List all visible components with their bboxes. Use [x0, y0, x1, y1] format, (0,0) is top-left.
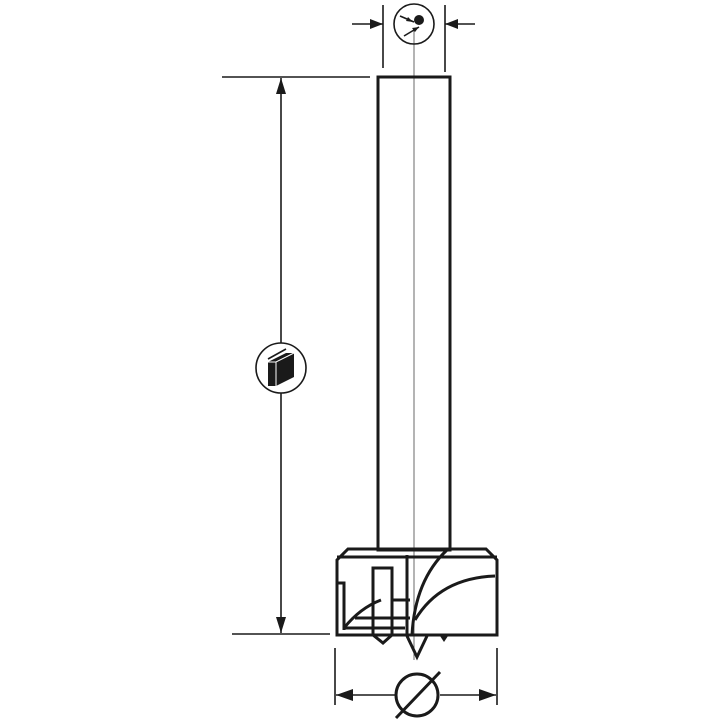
- workpiece-block-icon: [255, 342, 307, 394]
- overall-length-dimension: [222, 76, 370, 635]
- cutting-diameter-dimension: [334, 648, 498, 720]
- center-point: [405, 635, 429, 661]
- diameter-symbol-icon: [394, 670, 442, 720]
- spur-pin: [371, 566, 394, 645]
- shank-diameter-dimension: [352, 3, 475, 72]
- cutter-head: [335, 547, 499, 661]
- shank-diameter-icon: [393, 3, 435, 45]
